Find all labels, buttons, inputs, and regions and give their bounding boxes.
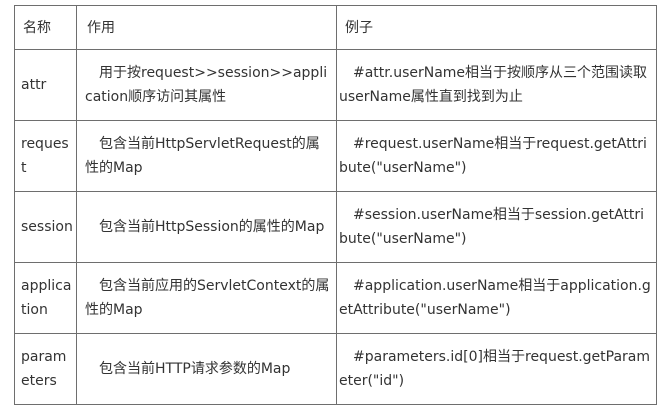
use-cell: 包含当前HttpServletRequest的属性的Map (76, 120, 337, 192)
example-cell: #attr.userName相当于按顺序从三个范围读取userName属性直到找… (336, 49, 657, 121)
table-row: parameters 包含当前HTTP请求参数的Map #parameters.… (14, 333, 657, 405)
use-text: 包含当前HttpSession的属性的Map (99, 219, 325, 235)
table-row: attr 用于按request>>session>>application顺序访… (14, 49, 657, 121)
header-example-cell: 例子 (336, 5, 657, 50)
example-cell: #request.userName相当于request.getAttribute… (336, 120, 657, 192)
example-cell: #parameters.id[0]相当于request.getParameter… (336, 333, 657, 405)
use-cell: 包含当前HTTP请求参数的Map (76, 333, 337, 405)
example-cell: #application.userName相当于application.getA… (336, 262, 657, 334)
example-text: #application.userName相当于application.getA… (339, 278, 651, 318)
use-text: 包含当前HttpServletRequest的属性的Map (85, 136, 320, 176)
use-cell: 用于按request>>session>>application顺序访问其属性 (76, 49, 337, 121)
use-cell: 包含当前HttpSession的属性的Map (76, 191, 337, 263)
use-text: 用于按request>>session>>application顺序访问其属性 (85, 65, 328, 105)
example-text: #request.userName相当于request.getAttribute… (339, 136, 647, 176)
ognl-context-table: 名称 作用 例子 attr 用于按request>>session>>appli… (14, 5, 657, 405)
header-name-cell: 名称 (14, 5, 77, 50)
table-row: session 包含当前HttpSession的属性的Map #session.… (14, 191, 657, 263)
table-header-row: 名称 作用 例子 (14, 5, 657, 50)
table-row: application 包含当前应用的ServletContext的属性的Map… (14, 262, 657, 334)
example-text: #session.userName相当于session.getAttribute… (339, 207, 645, 247)
name-cell: session (14, 191, 77, 263)
example-text: #parameters.id[0]相当于request.getParameter… (339, 349, 651, 389)
table-row: request 包含当前HttpServletRequest的属性的Map #r… (14, 120, 657, 192)
example-text: #attr.userName相当于按顺序从三个范围读取userName属性直到找… (339, 65, 648, 105)
name-cell: attr (14, 49, 77, 121)
use-cell: 包含当前应用的ServletContext的属性的Map (76, 262, 337, 334)
name-cell: parameters (14, 333, 77, 405)
use-text: 包含当前应用的ServletContext的属性的Map (85, 278, 330, 318)
name-cell: application (14, 262, 77, 334)
use-text: 包含当前HTTP请求参数的Map (99, 361, 291, 377)
example-cell: #session.userName相当于session.getAttribute… (336, 191, 657, 263)
header-use-cell: 作用 (76, 5, 337, 50)
name-cell: request (14, 120, 77, 192)
